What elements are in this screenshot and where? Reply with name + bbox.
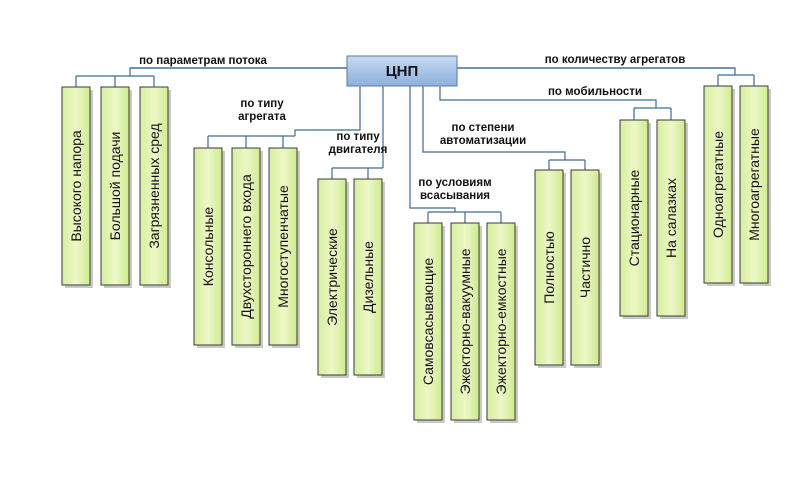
category-item-box — [413, 222, 443, 421]
category-item-box — [193, 147, 223, 346]
category-item-box — [619, 119, 649, 317]
connector-mobilnost — [439, 86, 657, 108]
category-item-box — [100, 86, 130, 286]
category-label-agregat: агрегата — [238, 111, 286, 123]
category-item-label: Большой подачи — [107, 132, 123, 241]
category-item-box — [486, 222, 516, 421]
category-item-box — [656, 119, 686, 317]
category-item-label: Многоагрегатные — [746, 128, 762, 241]
category-item-box — [139, 86, 169, 286]
root-node: ЦНП — [346, 55, 458, 87]
category-item-label: Двухстороннего входа — [238, 174, 254, 319]
category-item-box — [703, 85, 733, 284]
category-label-agregat: по типу — [240, 98, 284, 110]
category-item-label: Дизельные — [360, 241, 376, 313]
category-item-label: Частично — [577, 237, 593, 298]
category-item-box — [353, 178, 383, 376]
root-box — [346, 55, 458, 87]
category-item-label: Эжекторно-вакуумные — [457, 248, 473, 394]
category-item-label: Консольные — [200, 207, 216, 287]
category-label-dvigatel: по типу — [336, 131, 380, 143]
category-item-label: Полностью — [541, 231, 557, 303]
category-item-box — [739, 85, 769, 284]
connector-avtomatizaciya — [422, 86, 566, 160]
category-label-mobilnost: по мобильности — [548, 86, 642, 98]
category-item-box — [450, 222, 480, 421]
category-item-label: Электрические — [324, 228, 340, 326]
category-label-potok: по параметрам потока — [139, 55, 267, 67]
category-label-avtomatizaciya: по степени — [452, 122, 515, 134]
category-item-box — [534, 169, 564, 366]
category-item-box — [317, 178, 347, 376]
connector-kolichestvo — [457, 67, 736, 75]
connector-agregat — [294, 86, 361, 136]
category-item-box — [61, 86, 91, 286]
category-item-label: Самовсасывающие — [420, 258, 436, 385]
category-item-label: Загрязненных сред — [146, 123, 162, 248]
category-label-dvigatel: двигателя — [329, 144, 388, 156]
category-item-box — [231, 147, 261, 346]
connector-vsasyvanie — [409, 86, 456, 212]
category-label-avtomatizaciya: автоматизации — [440, 135, 526, 147]
category-label-vsasyvanie: по условиям — [418, 177, 491, 189]
category-item-label: Высокого напора — [68, 130, 84, 242]
category-boxes: Высокого напора Большой подачи Загрязненны… — [61, 85, 771, 423]
root-label: ЦНП — [386, 63, 419, 80]
category-label-vsasyvanie: всасывания — [420, 190, 490, 202]
category-item-label: Одноагрегатные — [710, 131, 726, 238]
category-label-kolichestvo: по количеству агрегатов — [545, 54, 686, 66]
category-item-label: Многоступенчатые — [275, 185, 291, 308]
category-item-label: Эжекторно-емкостные — [493, 248, 509, 394]
connector-potok — [129, 67, 347, 76]
category-item-label: На салазках — [663, 178, 679, 258]
category-item-box — [570, 169, 600, 366]
category-item-box — [268, 147, 298, 346]
category-item-label: Стационарные — [626, 169, 642, 266]
connector-lines — [75, 67, 755, 223]
